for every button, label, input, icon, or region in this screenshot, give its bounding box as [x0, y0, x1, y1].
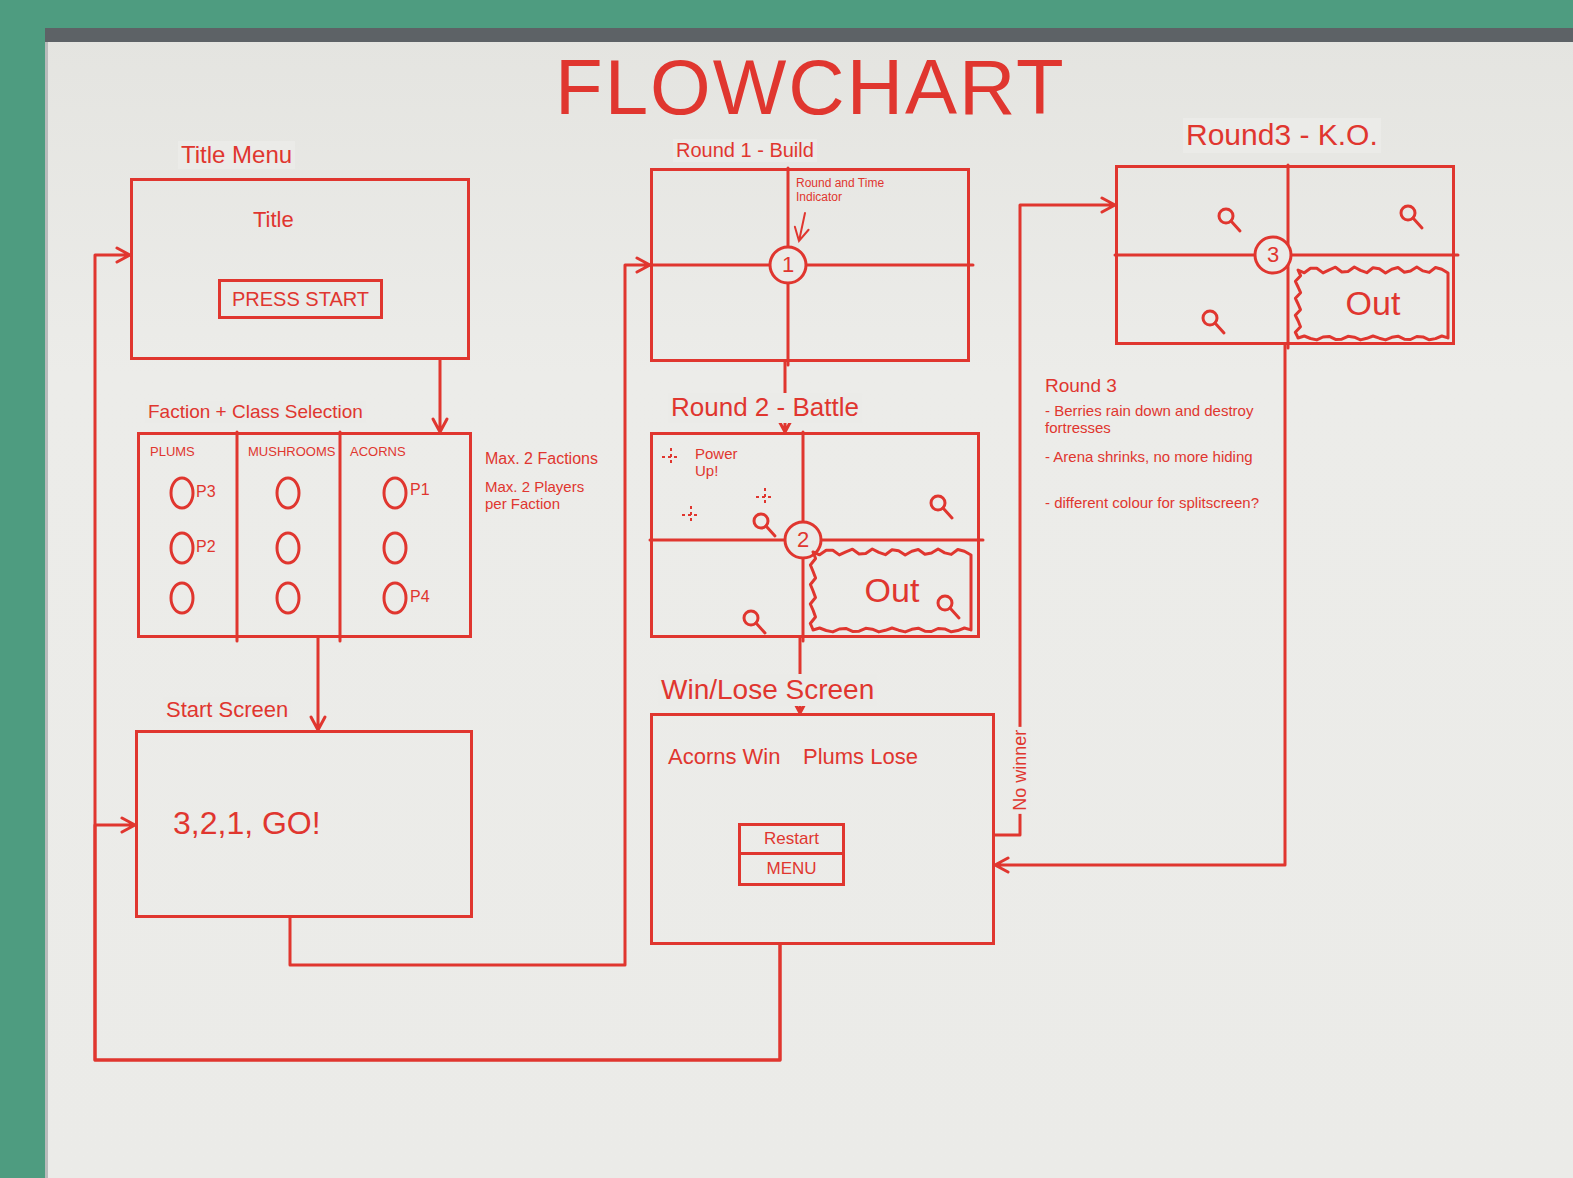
heading-text: Title Menu — [178, 141, 295, 169]
player-marker — [950, 608, 959, 618]
flow-connector — [433, 360, 447, 432]
select-slot — [384, 533, 406, 563]
heading-text: Round 2 - Battle — [668, 393, 862, 423]
node-text: 3,2,1, GO! — [173, 805, 321, 842]
out-zone: Out — [1293, 265, 1453, 343]
select-slot — [171, 583, 193, 613]
split-line — [236, 432, 239, 641]
split-line — [339, 432, 342, 641]
round-circle: 3 — [1253, 235, 1293, 275]
node-text: 2 — [797, 527, 809, 552]
note-text: Max. 2 Factions — [485, 450, 598, 468]
node-text: P4 — [410, 588, 430, 606]
screen-box: Win/Lose ScreenAcorns WinPlums LoseResta… — [650, 713, 995, 945]
node-text: P3 — [196, 483, 216, 501]
node-text: Round and Time Indicator — [796, 177, 901, 205]
node-text: MUSHROOMS — [248, 445, 335, 460]
heading-text: Faction + Class Selection — [145, 401, 366, 423]
title-text: FLOWCHART — [555, 48, 1066, 126]
heading-text: Round 1 - Build — [673, 139, 817, 162]
select-slot — [277, 583, 299, 613]
board-rail — [45, 28, 1573, 42]
select-slot — [277, 478, 299, 508]
node-text: Out — [865, 571, 920, 610]
wavy-outline — [810, 549, 971, 632]
button-box: PRESS START — [218, 279, 383, 319]
node-text: ACORNS — [350, 445, 406, 460]
powerup-mark — [756, 488, 774, 506]
node-text: Acorns Win — [668, 744, 780, 769]
heading-text: Win/Lose Screen — [658, 674, 877, 706]
screen-box: Title MenuTitlePRESS START — [130, 178, 470, 360]
flow-connector — [995, 345, 1285, 872]
split-line — [650, 264, 973, 267]
node-text: Restart — [764, 829, 819, 849]
heading-text: Start Screen — [163, 697, 291, 722]
flow-connector — [95, 248, 780, 1060]
screen-box: Round 2 - BattlePower Up!2Out — [650, 432, 980, 638]
screen-box: Round3 - K.O.3Out — [1115, 165, 1455, 345]
note-text: Round 3 — [1045, 375, 1117, 397]
heading-text: Round3 - K.O. — [1183, 118, 1381, 153]
node-text: 1 — [782, 252, 794, 277]
node-text: P1 — [410, 481, 430, 499]
player-marker — [1231, 221, 1240, 231]
node-text: PLUMS — [150, 445, 195, 460]
node-text: Power Up! — [695, 445, 753, 480]
screen-box: Start Screen3,2,1, GO! — [135, 730, 473, 918]
node-text: 3 — [1267, 242, 1279, 267]
node-text: Plums Lose — [803, 744, 918, 769]
select-slot — [384, 583, 406, 613]
wavy-outline — [1295, 267, 1448, 340]
powerup-mark — [682, 506, 700, 524]
node-text: MENU — [766, 859, 816, 879]
select-slot — [277, 533, 299, 563]
button-box: Restart — [738, 823, 845, 855]
player-marker — [943, 508, 952, 518]
player-marker — [766, 526, 775, 536]
select-slot — [384, 478, 406, 508]
node-text: Out — [1346, 284, 1401, 323]
note-text: - Arena shrinks, no more hiding — [1045, 448, 1260, 465]
round-circle: 1 — [768, 245, 808, 285]
flow-connector — [95, 818, 780, 1060]
button-box: MENU — [738, 852, 845, 886]
circle-outline — [1255, 237, 1291, 273]
screen-box: Round 1 - BuildRound and Time Indicator1 — [650, 168, 970, 362]
circle-outline — [770, 247, 806, 283]
screen-box: Faction + Class SelectionPLUMSMUSHROOMSA… — [137, 432, 472, 638]
select-slot — [171, 478, 193, 508]
flow-connector — [995, 198, 1115, 835]
flow-connector — [311, 638, 325, 730]
note-text: - different colour for splitscreen? — [1045, 494, 1260, 511]
node-text: PRESS START — [232, 288, 369, 311]
player-marker — [1215, 323, 1224, 333]
player-marker — [1413, 218, 1422, 228]
note-text: Max. 2 Players per Faction — [485, 478, 603, 513]
screen-sketch — [137, 432, 478, 644]
node-text: P2 — [196, 538, 216, 556]
player-marker — [756, 623, 765, 633]
leader-arrow — [795, 213, 809, 241]
out-zone: Out — [808, 547, 976, 635]
node-text: Title — [253, 207, 294, 232]
edge-label: No winner — [1010, 726, 1031, 813]
select-slot — [171, 533, 193, 563]
powerup-mark — [662, 448, 680, 466]
note-text: - Berries rain down and destroy fortress… — [1045, 402, 1260, 437]
